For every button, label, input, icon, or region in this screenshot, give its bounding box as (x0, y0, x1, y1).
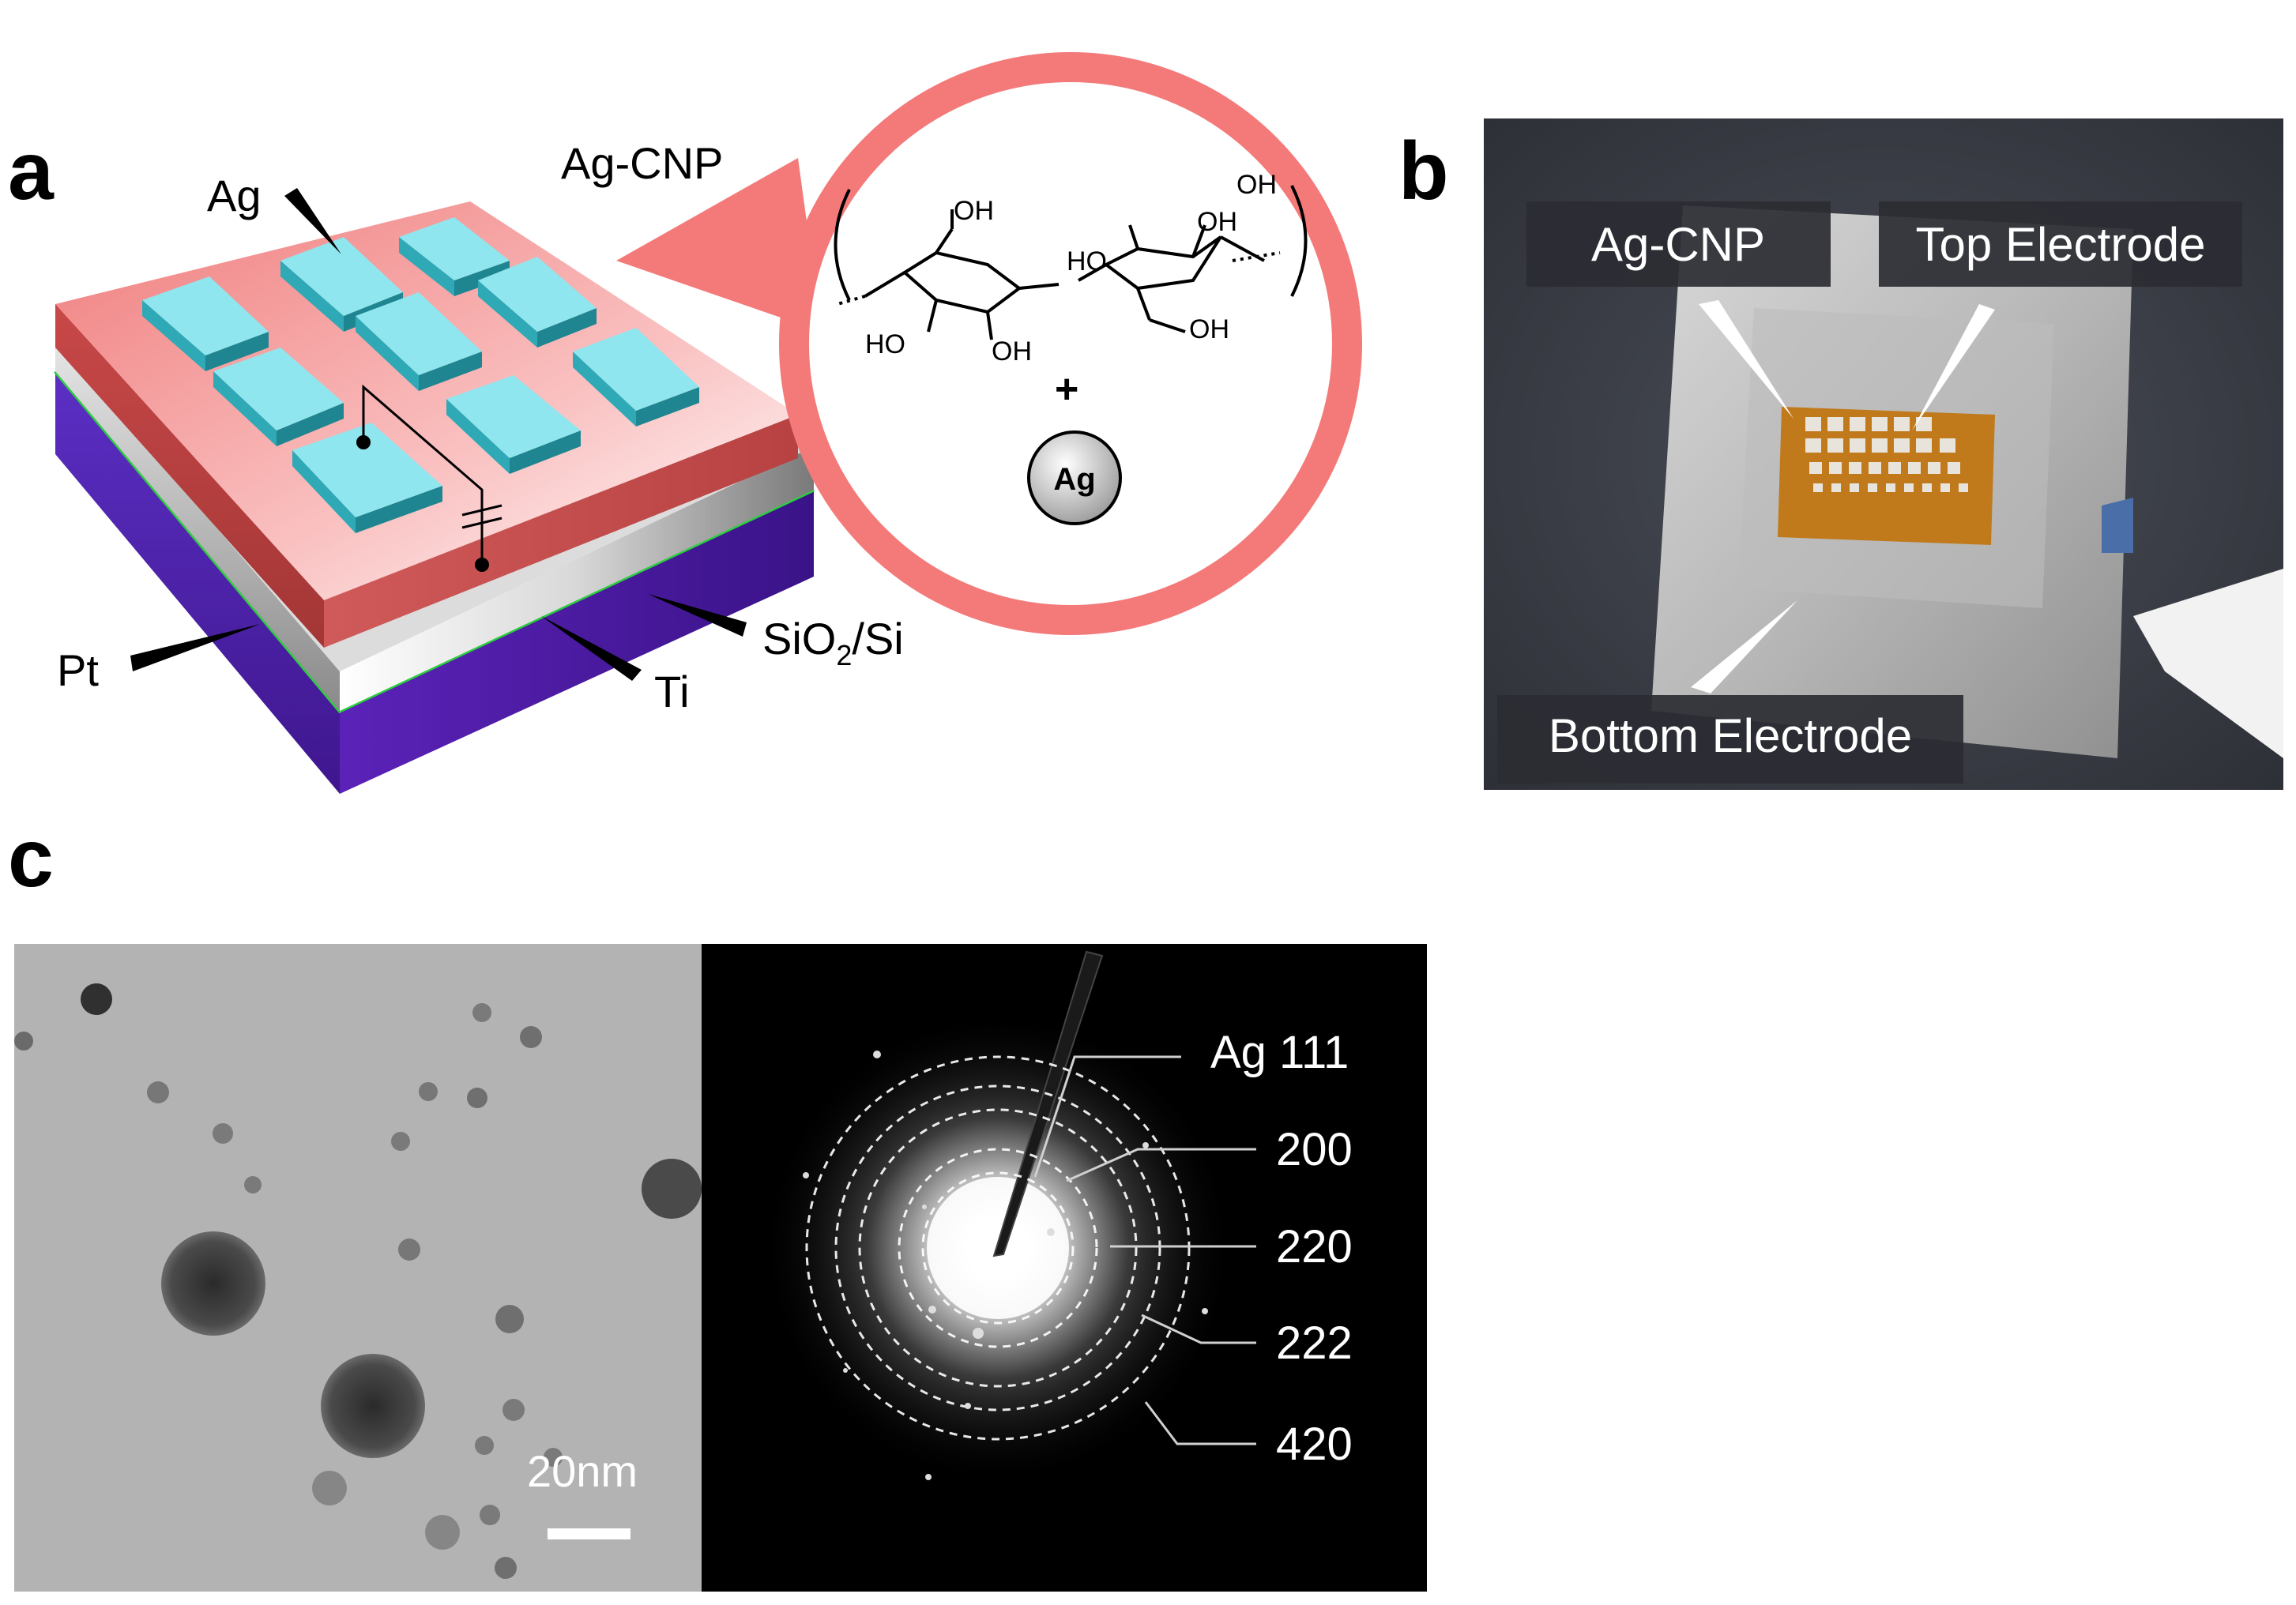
saed-pattern: Ag 111 200 220 222 420 (702, 944, 1427, 1592)
substrate-right-face (340, 490, 814, 794)
ring-leaders (1033, 1055, 1256, 1445)
molecule-inset: OH HO OH HO OH OH OH + Ag (779, 52, 1362, 635)
ag-pad-array (142, 217, 699, 533)
molecule-atoms: OH HO OH HO OH OH OH (865, 170, 1277, 366)
diffraction-rings (805, 1055, 1191, 1441)
label-sio2-main: SiO (762, 614, 836, 663)
ring-111 (921, 1171, 1075, 1325)
panel-a-letter: a (8, 126, 55, 217)
ring-420 (805, 1055, 1191, 1441)
ag-pad (399, 217, 510, 296)
ag-nanoparticle-label: Ag (1053, 462, 1095, 497)
label-ag: Ag (207, 171, 262, 220)
probe-contact-top (356, 435, 371, 449)
scale-bar (548, 1528, 630, 1539)
atom-oh: OH (954, 196, 994, 226)
pt-right-face (340, 446, 814, 711)
atom-ho: HO (865, 329, 905, 359)
pointer-sio2 (648, 594, 747, 637)
tag-ag-cnp-box (1526, 201, 1831, 287)
photo-tweezers (2133, 569, 2283, 758)
circuit-wire (362, 384, 502, 565)
pointer-pt (130, 624, 261, 671)
diffraction-spots (803, 1051, 1208, 1480)
cnp-top-face (55, 201, 798, 600)
scale-bar-label: 20nm (527, 1446, 638, 1496)
ag-pad (478, 257, 597, 348)
ag-pad (356, 292, 482, 391)
probe-contact-bottom (475, 558, 489, 572)
atom-oh: OH (1197, 207, 1237, 237)
tag-ag-cnp: Ag-CNP (1591, 218, 1765, 271)
ag-pad (573, 328, 699, 427)
ag-nanoparticle-icon (1027, 430, 1122, 525)
tag-top-electrode: Top Electrode (1916, 218, 2206, 271)
label-ag-cnp: Ag-CNP (561, 138, 723, 188)
pointer-ag (284, 188, 341, 254)
panel-c-letter: c (8, 813, 54, 904)
ag-pad-measured (292, 423, 442, 533)
ag-pad (142, 276, 269, 371)
ring-label-420: 420 (1276, 1419, 1353, 1470)
ring-label-220: 220 (1276, 1221, 1353, 1272)
ag-pad (446, 375, 581, 474)
panel-b-letter: b (1398, 126, 1449, 217)
label-sio2-suffix: /Si (852, 614, 903, 663)
nanoparticles (14, 983, 702, 1579)
inset-ring (779, 52, 1362, 635)
ring-label-222: 222 (1276, 1317, 1353, 1369)
ring-222 (834, 1084, 1161, 1411)
panel-a: a (8, 52, 1362, 794)
photo-clamp (2102, 498, 2133, 553)
inset-plus-sign: + (1055, 366, 1078, 412)
pointer-bottom-electrode (1691, 600, 1797, 693)
ring-label-111: Ag 111 (1210, 1027, 1349, 1078)
label-ti: Ti (654, 667, 690, 716)
inset-callout-cone (616, 158, 822, 332)
substrate-left-face (55, 371, 340, 794)
atom-oh: OH (1236, 170, 1277, 200)
pointer-top-electrode (1912, 304, 1995, 430)
tag-top-electrode-box (1879, 201, 2242, 287)
ring-220 (858, 1108, 1138, 1388)
tem-image: 20nm (14, 944, 702, 1592)
ring-200 (898, 1148, 1098, 1348)
cnp-right-face (324, 415, 798, 648)
label-sio2-si: SiO2/Si (762, 614, 904, 671)
atom-oh: OH (992, 336, 1032, 366)
tag-bottom-electrode-box (1497, 695, 1963, 784)
pt-left-face (55, 340, 340, 711)
ring-label-200: 200 (1276, 1124, 1353, 1175)
atom-ho: HO (1067, 246, 1107, 276)
ring-labels: Ag 111 200 220 222 420 (1210, 1027, 1353, 1470)
cellobiose-structure (834, 185, 1308, 340)
panel-c: c (8, 813, 1427, 1592)
panel-b: b Ag-CNP (1398, 118, 2283, 790)
pointer-ag-cnp (1699, 300, 1794, 419)
beam-stop (992, 950, 1104, 1257)
photo-electrode-grid (1805, 417, 1968, 492)
cnp-left-face (55, 304, 324, 648)
atom-oh: OH (1189, 314, 1229, 344)
label-sio2-subscript: 2 (836, 639, 852, 671)
ag-pad (213, 348, 344, 446)
pointer-ti (541, 616, 642, 681)
label-pt: Pt (57, 645, 99, 695)
tag-bottom-electrode: Bottom Electrode (1549, 709, 1912, 762)
